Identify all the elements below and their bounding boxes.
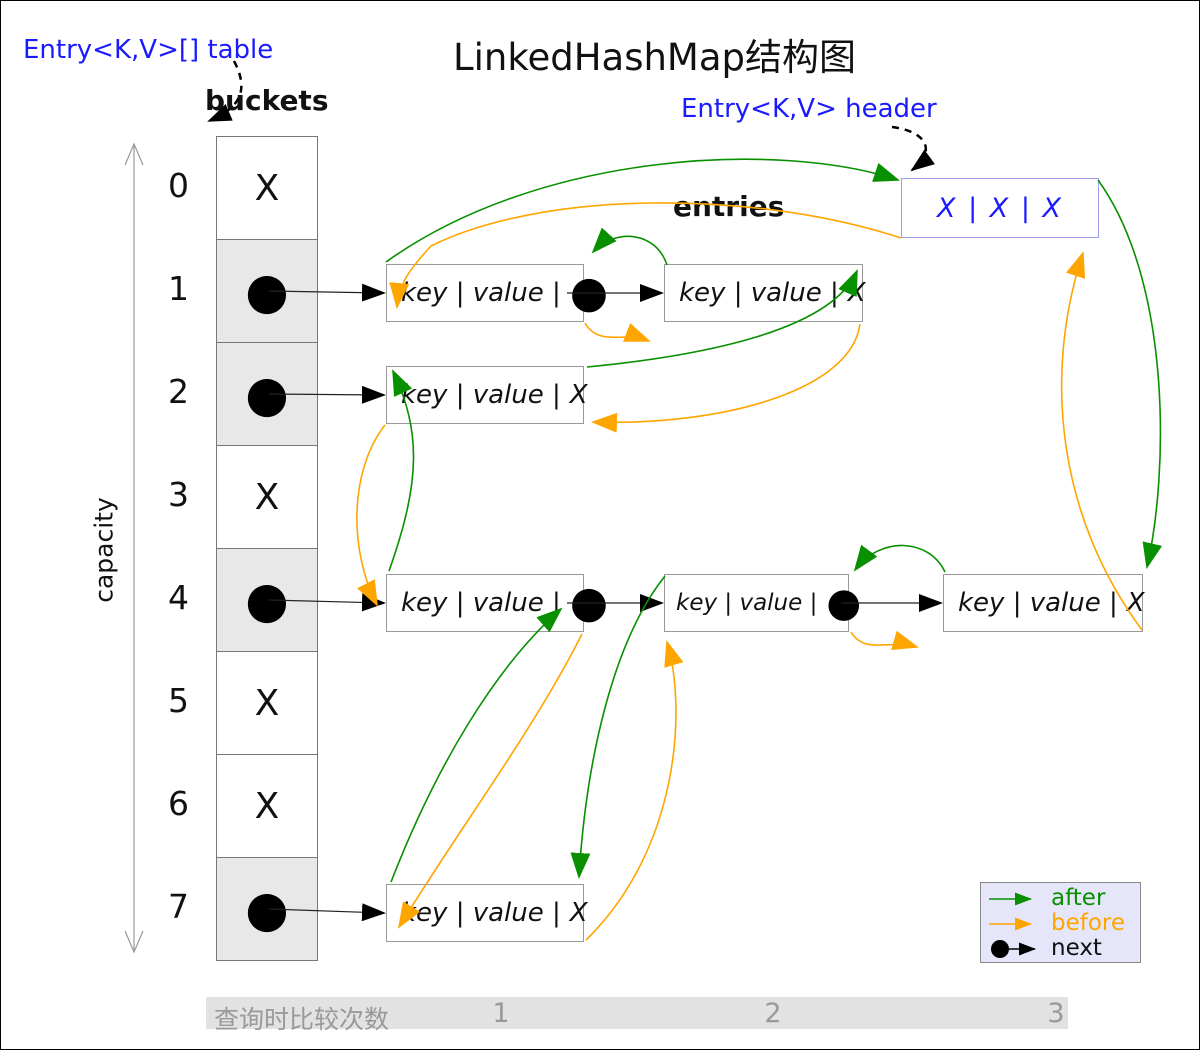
header-entry-text: X | X | X: [936, 192, 1063, 224]
before-r1n1-to-r1n2: [584, 322, 651, 342]
footer-count-2: 2: [764, 998, 782, 1029]
bucket-cell-2: ●: [216, 342, 318, 446]
entry-node-r1n1: key | value |●: [386, 264, 608, 322]
legend-label-after: after: [1051, 885, 1106, 911]
footer-count-3: 3: [1047, 998, 1065, 1029]
bucket-cell-value: X: [254, 682, 280, 724]
bucket-cell-value: X: [254, 476, 280, 518]
bucket-cell-value: X: [254, 785, 280, 827]
before-r4n2-to-r4n3: [850, 630, 919, 651]
after-r1n1-to-header: [385, 158, 900, 263]
table-ref-label: Entry<K,V>[] table: [23, 35, 274, 65]
entry-next-null: X: [1126, 588, 1145, 618]
bucket-cell-5: X: [216, 651, 318, 755]
bucket-index: 6: [168, 784, 189, 823]
entry-node-r4n1: key | value |●: [386, 574, 608, 632]
buckets-label: buckets: [205, 84, 329, 117]
entry-text: key | value |: [401, 588, 561, 618]
entry-text: key | value |: [401, 380, 561, 410]
entry-node-r4n3: key | value | X: [943, 574, 1145, 632]
before-r7n1-to-r4n2: [585, 640, 684, 941]
bucket-index: 0: [168, 166, 189, 205]
before-r1n2-to-r2n1: [591, 323, 861, 433]
bucket-index: 5: [168, 681, 189, 720]
bucket-cell-7: ●: [216, 857, 318, 961]
footer-bar: [206, 997, 1068, 1029]
entry-node-r7n1: key | value | X: [386, 884, 588, 942]
entry-text: key | value |: [958, 588, 1118, 618]
capacity-axis: [124, 142, 144, 954]
bucket-cell-3: X: [216, 445, 318, 549]
after-r4n3-to-r4n2: [853, 544, 946, 573]
entry-next-null: X: [847, 278, 866, 308]
entry-node-r2n1: key | value | X: [386, 366, 588, 424]
entry-node-r1n2: key | value | X: [664, 264, 866, 322]
bucket-index: 3: [168, 475, 189, 514]
capacity-label: capacity: [89, 497, 119, 603]
after-r7n1-to-r4n1: [390, 607, 563, 883]
footer-label: 查询时比较次数: [214, 1005, 390, 1034]
bucket-index: 2: [168, 372, 189, 411]
entry-text: key | value |: [401, 278, 561, 308]
bucket-index: 7: [168, 887, 189, 926]
bucket-cell-value: X: [254, 167, 280, 209]
entry-next-null: X: [569, 380, 588, 410]
entry-text: key | value |: [679, 278, 839, 308]
bucket-cell-1: ●: [216, 239, 318, 343]
legend-label-next: next: [1051, 935, 1102, 961]
bucket-cell-4: ●: [216, 548, 318, 652]
bucket-index: 1: [168, 269, 189, 308]
bucket-cell-0: X: [216, 136, 318, 240]
header-entry-node: X | X | X: [901, 178, 1099, 238]
bucket-cell-6: X: [216, 754, 318, 858]
entry-next-null: X: [569, 898, 588, 928]
page-title: LinkedHashMap结构图: [453, 36, 857, 79]
footer-count-1: 1: [492, 998, 510, 1029]
after-r1n2-to-r1n1: [591, 227, 668, 266]
entry-text: key | value |: [676, 590, 818, 616]
entry-text: key | value |: [401, 898, 561, 928]
header-ref-label: Entry<K,V> header: [681, 94, 937, 124]
after-header-to-r4n3: [1097, 179, 1163, 569]
header-ref-arrow: [891, 125, 936, 172]
entry-node-r4n2: key | value |●: [664, 574, 861, 632]
entries-label: entries: [673, 190, 785, 223]
legend-label-before: before: [1051, 910, 1126, 936]
before-r2n1-to-r4n1: [356, 424, 386, 607]
bucket-index: 4: [168, 578, 189, 617]
